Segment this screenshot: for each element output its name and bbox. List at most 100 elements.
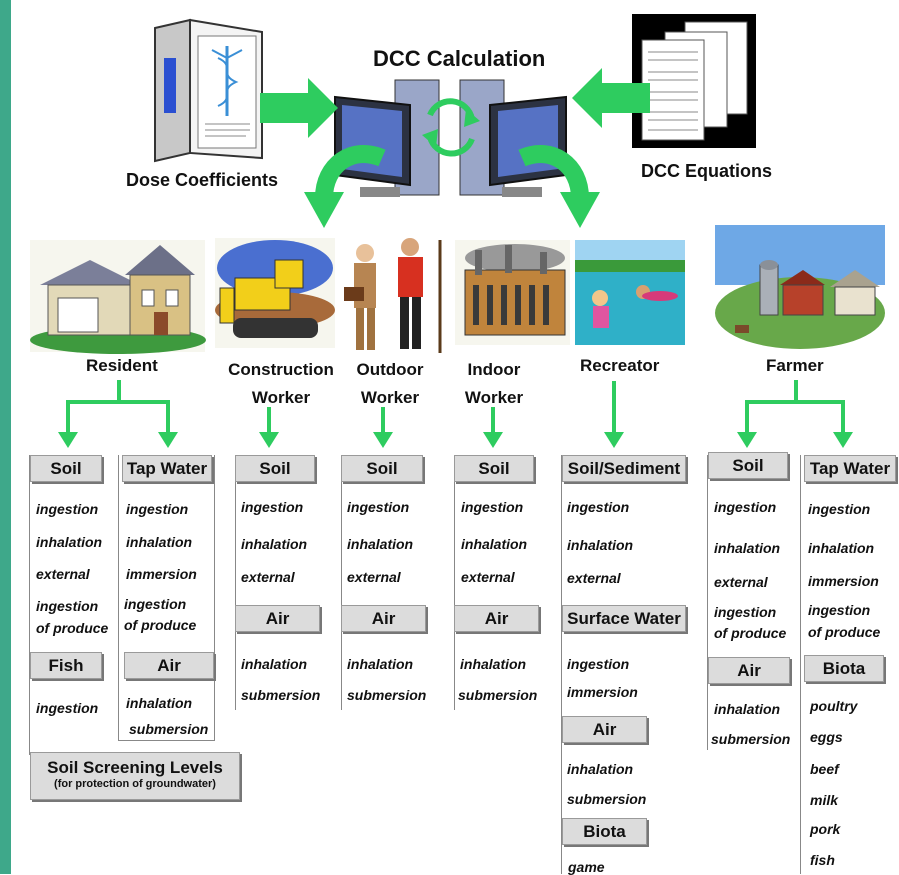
resident-tap-water-header: Tap Water [122, 455, 212, 482]
bulldozer-icon [215, 238, 335, 348]
arrow-into-calc-left [260, 78, 338, 138]
construction-soil-header: Soil [235, 455, 315, 482]
farmer-tap-item: immersion [808, 573, 879, 589]
outdoor-arrowhead [373, 432, 393, 448]
resident-fish-item: ingestion [36, 700, 99, 716]
farmer-right-drop [841, 400, 845, 436]
recreator-soil-item: ingestion [567, 499, 630, 515]
recreator-arrowhead [604, 432, 624, 448]
farmer-biota-item: milk [810, 792, 839, 808]
construction-air-header: Air [235, 605, 320, 632]
indoor-soil-header: Soil [454, 455, 534, 482]
recreator-air-item: inhalation [567, 761, 634, 777]
farmer-biota-item: pork [810, 821, 841, 837]
outdoor-air-item: submersion [347, 687, 427, 703]
receptor-outdoor: Outdoor Worker [346, 356, 434, 412]
receptor-indoor-line1: Indoor [467, 360, 521, 379]
farmer-tap-item: of produce [808, 624, 881, 640]
receptor-outdoor-line2: Worker [360, 388, 420, 407]
resident-stem [117, 380, 121, 402]
receptor-indoor: Indoor Worker [452, 356, 536, 412]
outdoor-drop [381, 407, 385, 437]
farmer-air-header: Air [708, 657, 790, 684]
recreator-soil-item: external [567, 570, 621, 586]
indoor-border [454, 455, 455, 710]
book-icon [154, 18, 263, 163]
farmer-tap-item: ingestion [808, 602, 871, 618]
resident-left-drop [66, 400, 70, 436]
construction-arrowhead [259, 432, 279, 448]
resident-air-item: submersion [129, 721, 209, 737]
indoor-soil-item: ingestion [461, 499, 524, 515]
outdoor-soil-item: external [347, 569, 401, 585]
resident-column-bottom [118, 740, 215, 741]
farmer-biota-item: eggs [810, 729, 843, 745]
construction-air-item: submersion [241, 687, 321, 703]
resident-tap-item: ingestion [124, 596, 187, 612]
construction-soil-item: ingestion [241, 499, 304, 515]
recreator-surface-water-header: Surface Water [562, 605, 686, 632]
dose-coefficients-label: Dose Coefficients [126, 170, 279, 190]
ssl-title: Soil Screening Levels [47, 758, 223, 777]
resident-soil-item: of produce [36, 620, 109, 636]
farmer-soil-item: external [714, 574, 768, 590]
outdoor-soil-header: Soil [341, 455, 423, 482]
outdoor-soil-item: ingestion [347, 499, 410, 515]
farmer-soil-item: inhalation [714, 540, 781, 556]
construction-soil-item: external [241, 569, 295, 585]
resident-soil-item: ingestion [36, 501, 99, 517]
farmer-soil-item: ingestion [714, 604, 777, 620]
resident-bar [66, 400, 170, 404]
arrow-out-right [518, 145, 600, 228]
resident-air-header: Air [124, 652, 214, 679]
farmer-border-left [707, 455, 708, 750]
farmer-soil-item: ingestion [714, 499, 777, 515]
resident-left-arrowhead [58, 432, 78, 448]
farmer-soil-item: of produce [714, 625, 787, 641]
house-icon [30, 240, 206, 354]
construction-border [235, 455, 236, 710]
resident-right-drop [166, 400, 170, 436]
factory-icon [455, 240, 570, 345]
resident-soil-item: inhalation [36, 534, 103, 550]
recreator-biota-header: Biota [562, 818, 647, 845]
farmer-right-arrowhead [833, 432, 853, 448]
receptor-construction-line1: Construction [228, 360, 334, 379]
resident-soil-item: ingestion [36, 598, 99, 614]
farmer-left-drop [745, 400, 749, 436]
resident-tap-item: inhalation [126, 534, 193, 550]
recreator-air-item: submersion [567, 791, 647, 807]
receptor-recreator: Recreator [580, 356, 660, 375]
equations-document-icon [632, 14, 756, 148]
farmer-biota-item: poultry [810, 698, 858, 714]
calc-title: DCC Calculation [373, 46, 546, 71]
farmer-air-item: submersion [711, 731, 791, 747]
indoor-air-header: Air [454, 605, 539, 632]
resident-tap-item: of produce [124, 617, 197, 633]
construction-drop [267, 407, 271, 437]
recreator-air-header: Air [562, 716, 647, 743]
receptor-indoor-line2: Worker [464, 388, 524, 407]
dcc-equations-label: DCC Equations [641, 161, 773, 181]
receptor-outdoor-line1: Outdoor [356, 360, 424, 379]
farmer-soil-header: Soil [708, 452, 788, 479]
indoor-air-item: inhalation [460, 656, 527, 672]
arrow-into-calc-right [572, 68, 650, 128]
recreator-soil-item: inhalation [567, 537, 634, 553]
ssl-note: (for protection of groundwater) [54, 778, 216, 790]
receptor-construction-line2: Worker [251, 388, 311, 407]
farmer-tap-item: ingestion [808, 501, 871, 517]
resident-fish-header: Fish [30, 652, 102, 679]
receptor-resident: Resident [86, 356, 158, 375]
outdoor-air-item: inhalation [347, 656, 414, 672]
recreator-water-item: immersion [567, 684, 638, 700]
computers-icon [334, 79, 567, 197]
farmer-biota-item: fish [810, 852, 835, 868]
farmer-bar [745, 400, 845, 404]
soil-screening-levels-box: Soil Screening Levels (for protection of… [30, 752, 240, 800]
outdoor-air-header: Air [341, 605, 426, 632]
workers-icon [344, 238, 442, 353]
farmer-biota-item: beef [810, 761, 839, 777]
farm-icon [715, 225, 885, 349]
resident-soil-item: external [36, 566, 90, 582]
